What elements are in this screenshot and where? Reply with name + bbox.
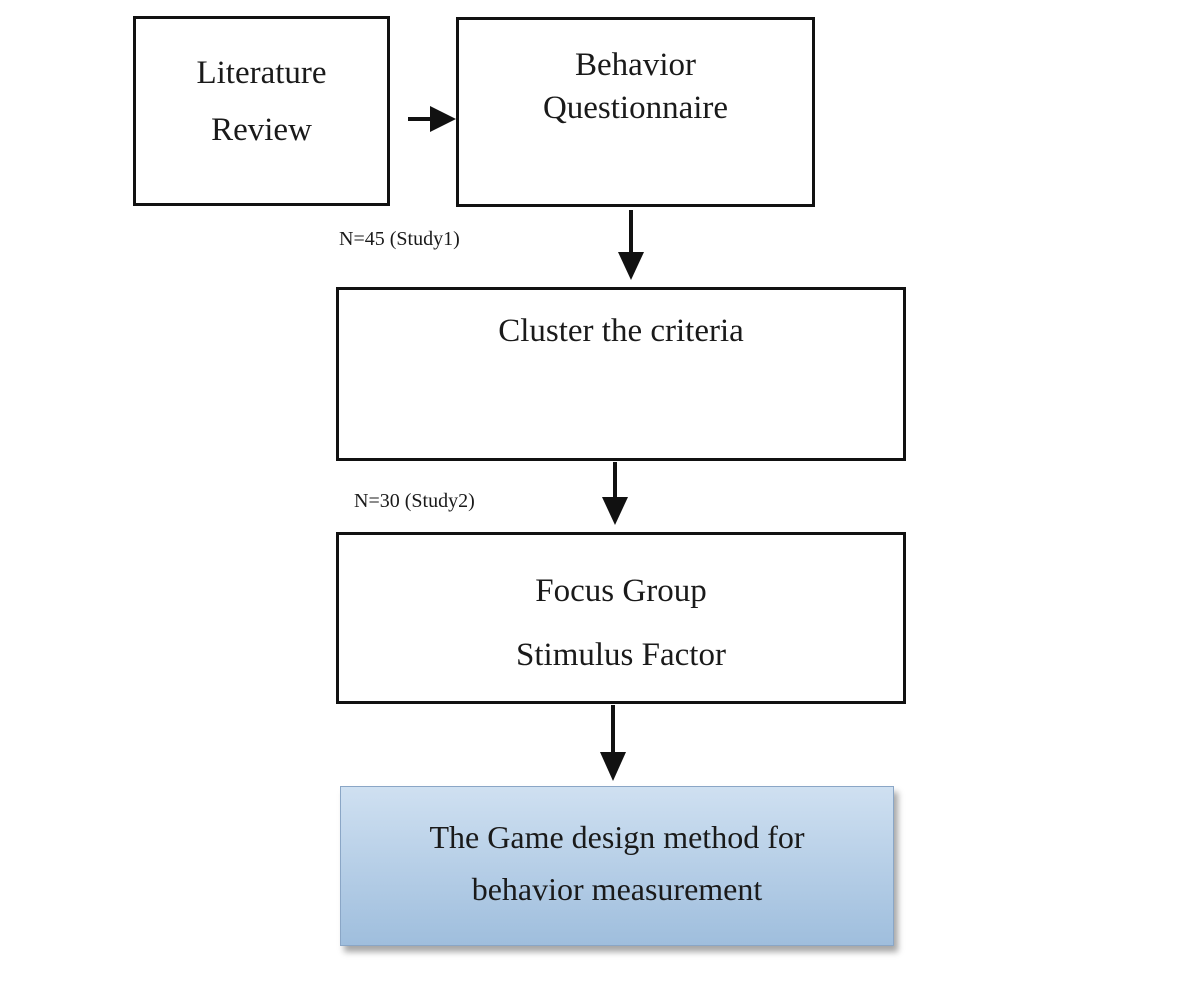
focus-group-line1: Focus Group <box>535 573 707 609</box>
cluster-criteria-label: Cluster the criteria <box>498 313 744 349</box>
arrow-cluster-to-focus <box>602 462 628 525</box>
cluster-criteria-box: Cluster the criteria <box>336 287 906 461</box>
focus-group-box: Focus Group Stimulus Factor <box>336 532 906 704</box>
study1-annotation: N=45 (Study1) <box>339 228 460 250</box>
arrow-questionnaire-to-cluster <box>618 210 644 280</box>
arrow-literature-to-questionnaire <box>408 106 456 132</box>
focus-group-line2: Stimulus Factor <box>516 637 726 673</box>
behavior-questionnaire-line2: Questionnaire <box>542 90 729 126</box>
arrow-focus-to-final <box>600 705 626 781</box>
game-design-line1: The Game design method for <box>429 819 805 855</box>
behavior-questionnaire-box: Behavior Questionnaire <box>456 17 815 207</box>
literature-review-box: Literature Review <box>133 16 390 206</box>
behavior-questionnaire-line1: Behavior <box>575 47 696 83</box>
study2-annotation: N=30 (Study2) <box>354 490 475 512</box>
game-design-line2: behavior measurement <box>471 871 763 907</box>
game-design-method-box: The Game design method for behavior meas… <box>340 786 894 946</box>
literature-review-line2: Review <box>211 112 312 148</box>
literature-review-line1: Literature <box>196 55 327 91</box>
